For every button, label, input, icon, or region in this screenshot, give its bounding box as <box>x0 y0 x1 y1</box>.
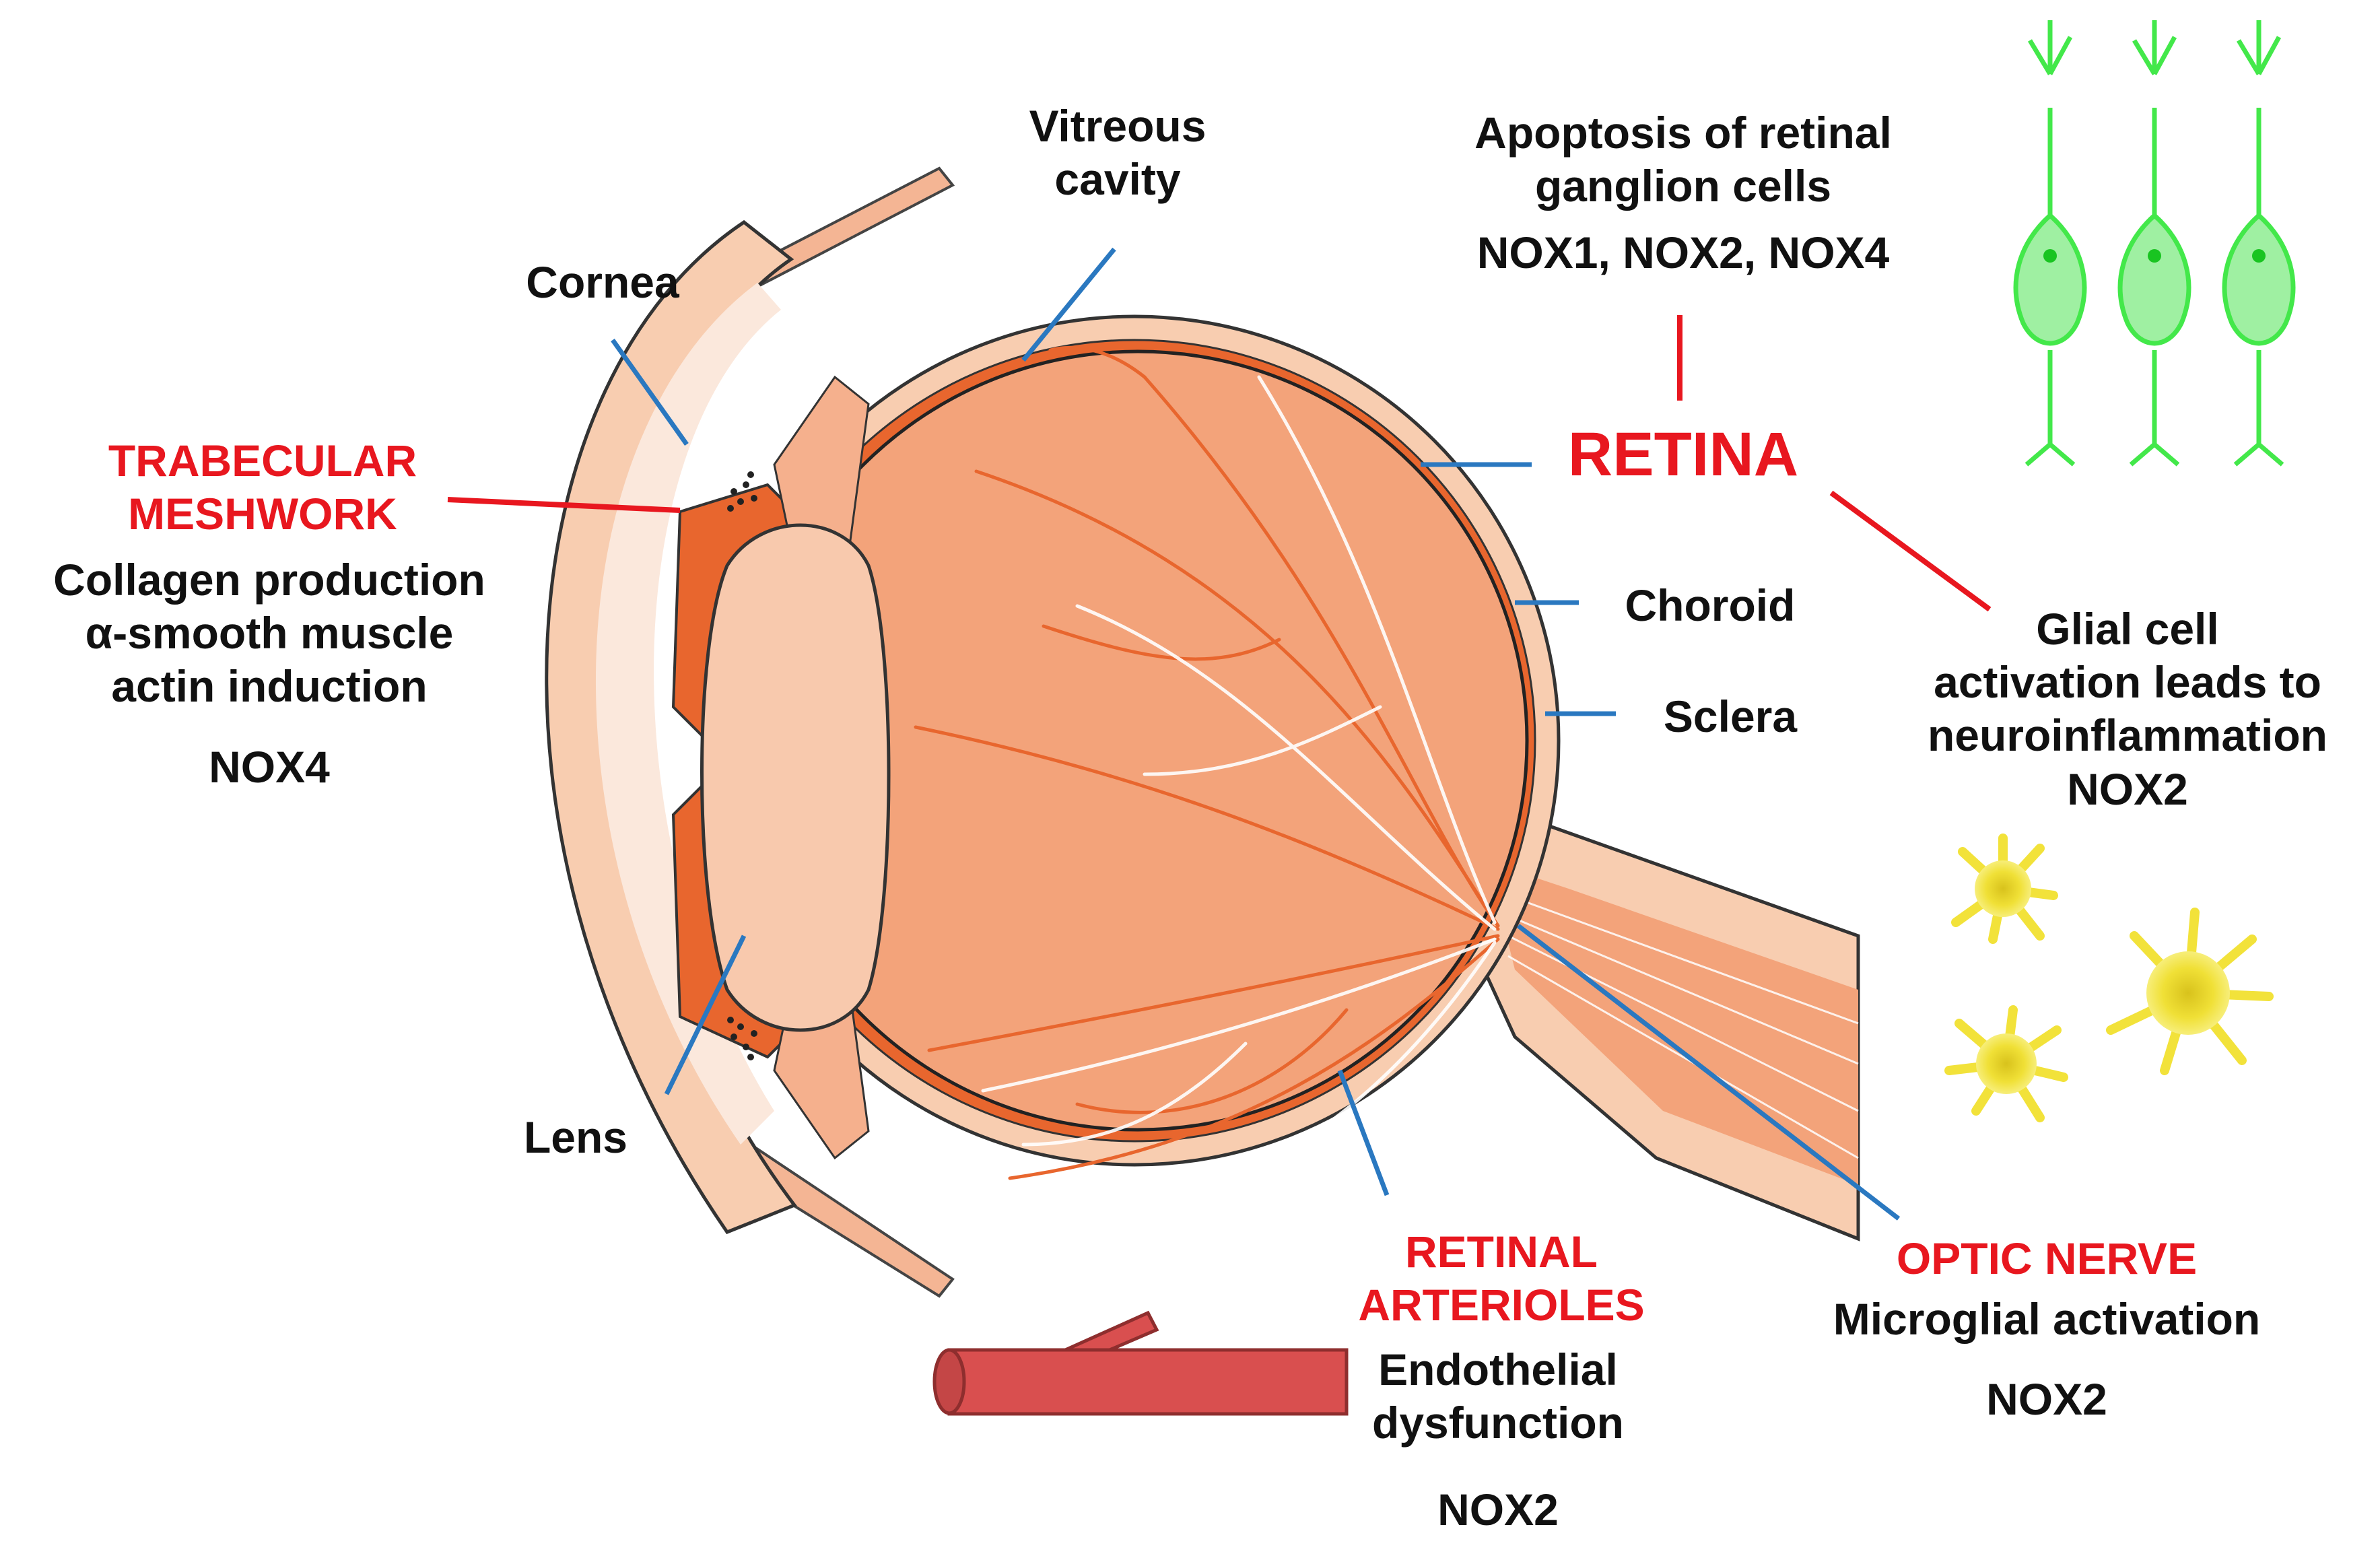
sclera-label: Sclera <box>1663 691 1798 741</box>
lens <box>700 523 891 1032</box>
neuron-cell-3 <box>2222 20 2296 467</box>
glial-cells <box>1944 834 2274 1122</box>
trabecular-desc-line2: α-smooth muscle <box>85 608 454 658</box>
optic-nerve-title: OPTIC NERVE <box>1896 1233 2198 1283</box>
trabecular-desc-line1: Collagen production <box>53 555 485 605</box>
arterioles-desc-line2: dysfunction <box>1372 1398 1624 1448</box>
optic-nerve-desc: Microglial activation <box>1833 1294 2261 1344</box>
lens-label: Lens <box>523 1112 628 1162</box>
optic-nerve-description: Microglial activation NOX2 <box>1804 1293 2289 1426</box>
cornea-label: Cornea <box>526 257 679 307</box>
leader-lines-red <box>447 315 1992 612</box>
anterior-chamber <box>595 283 781 1145</box>
rgc-nox: NOX1, NOX2, NOX4 <box>1476 228 1890 278</box>
arterioles-desc-line1: Endothelial <box>1378 1345 1618 1394</box>
arterioles-title: RETINAL ARTERIOLES <box>1340 1225 1663 1332</box>
trabecular-title-line2: MESHWORK <box>128 489 397 539</box>
choroid-label: Choroid <box>1625 580 1796 630</box>
glia-line2: activation leads to <box>1934 657 2321 708</box>
glia-nox: NOX2 <box>2067 763 2188 814</box>
arterioles-title-line2: ARTERIOLES <box>1358 1280 1645 1330</box>
arterioles-nox: NOX2 <box>1437 1485 1559 1535</box>
glia-activation-label: Glial cell activation leads to neuroinfl… <box>1885 603 2370 816</box>
trabecular-desc-line3: actin induction <box>111 661 428 712</box>
glial-cell-3 <box>1944 1005 2068 1122</box>
rgc-line1: Apoptosis of retinal <box>1474 108 1892 158</box>
neuron-cell-1 <box>2013 20 2087 467</box>
blood-vessel-icon <box>932 1310 1349 1416</box>
neuron-cell-2 <box>2117 20 2191 467</box>
arterioles-title-line1: RETINAL <box>1405 1227 1598 1277</box>
retinal-vessels <box>914 345 1500 1200</box>
leader-lines-blue <box>611 247 1901 1221</box>
vitreous-label: Vitreous cavity <box>1023 100 1212 206</box>
glial-cell-2 <box>2106 908 2274 1075</box>
glia-line3: neuroinflammation <box>1927 710 2328 761</box>
rgc-line2: ganglion cells <box>1534 161 1832 211</box>
trabecular-title: TRABECULAR MESHWORK <box>40 434 485 541</box>
vitreous-label-line1: Vitreous <box>1029 101 1206 151</box>
rgc-apoptosis-label: Apoptosis of retinal ganglion cells NOX1… <box>1407 106 1959 280</box>
optic-nerve-nox: NOX2 <box>1986 1374 2107 1425</box>
glia-line1: Glial cell <box>2036 604 2219 654</box>
trabecular-nox: NOX4 <box>209 741 330 792</box>
arterioles-description: Endothelial dysfunction NOX2 <box>1350 1343 1646 1537</box>
trabecular-description: Collagen production α-smooth muscle acti… <box>27 553 512 794</box>
neuron-cells <box>2013 20 2296 467</box>
trabecular-title-line1: TRABECULAR <box>108 436 417 485</box>
glial-cell-1 <box>1951 834 2058 944</box>
vitreous-label-line2: cavity <box>1054 154 1181 205</box>
retina-title: RETINA <box>1567 420 1799 489</box>
